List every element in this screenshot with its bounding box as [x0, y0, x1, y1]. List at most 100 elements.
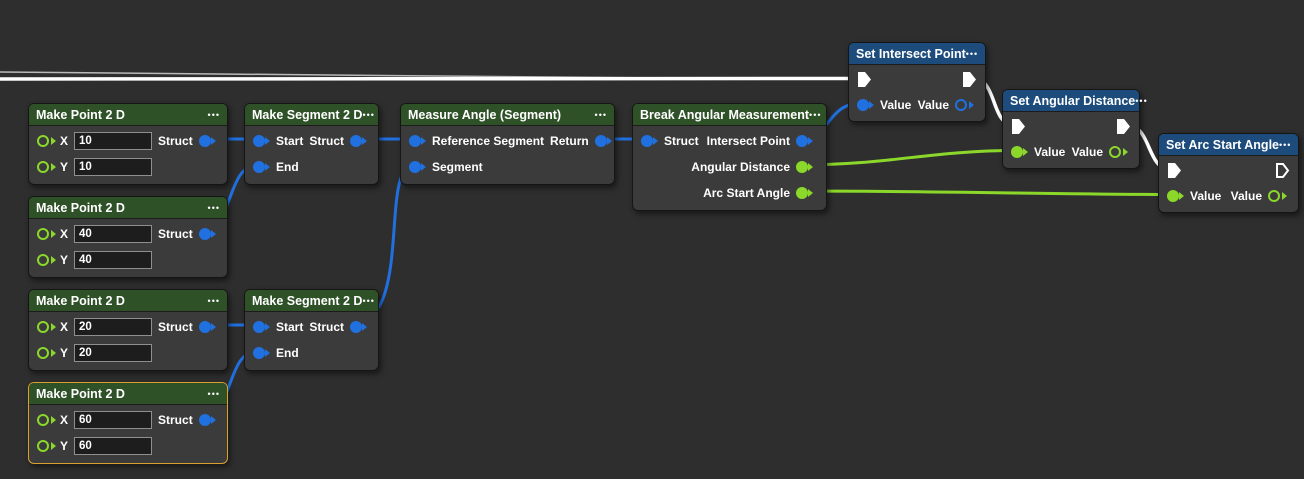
- pin-struct-output[interactable]: [350, 321, 363, 333]
- x-value-field[interactable]: [74, 318, 153, 336]
- node-header[interactable]: Make Point 2 D •••: [29, 197, 227, 219]
- pin-start-input[interactable]: [253, 321, 265, 333]
- y-value-field[interactable]: [74, 344, 153, 362]
- x-value-field[interactable]: [74, 411, 153, 429]
- node-header[interactable]: Make Point 2 D •••: [29, 383, 227, 405]
- pin-struct-output[interactable]: [198, 228, 211, 240]
- wire-break-to-set-arc-value[interactable]: [797, 189, 1173, 196]
- pin-y-input[interactable]: [37, 347, 49, 359]
- node-menu-button[interactable]: •••: [809, 109, 822, 120]
- pin-struct-input[interactable]: [641, 135, 653, 147]
- node-header[interactable]: Set Angular Distance •••: [1003, 90, 1147, 112]
- node-set-intersect-point[interactable]: Set Intersect Point ••• Value Value: [848, 42, 986, 122]
- pin-value-output[interactable]: [1109, 145, 1121, 158]
- pin-value-output[interactable]: [1268, 189, 1280, 202]
- node-menu-button[interactable]: •••: [594, 109, 607, 120]
- node-title: Make Point 2 D: [36, 293, 125, 308]
- pin-x-input[interactable]: [37, 228, 49, 240]
- exec-out-pin[interactable]: [1116, 118, 1131, 135]
- intersect-point-label: Intersect Point: [706, 134, 790, 148]
- node-menu-button[interactable]: •••: [1135, 95, 1148, 106]
- node-header[interactable]: Make Segment 2 D •••: [245, 290, 378, 312]
- pin-struct-output[interactable]: [350, 135, 363, 147]
- pin-end-input[interactable]: [253, 161, 265, 173]
- pin-value-input[interactable]: [857, 98, 869, 111]
- node-make-point-2d-2[interactable]: Make Point 2 D ••• X Struct Y: [28, 196, 228, 278]
- node-measure-angle-segment[interactable]: Measure Angle (Segment) ••• Reference Se…: [400, 103, 615, 185]
- reference-segment-label: Reference Segment: [432, 134, 545, 148]
- pin-end-input[interactable]: [253, 347, 265, 359]
- exec-out-pin[interactable]: [1275, 162, 1290, 179]
- x-label: X: [60, 134, 69, 148]
- exec-out-pin[interactable]: [962, 71, 977, 88]
- y-value-field[interactable]: [74, 158, 153, 176]
- node-header[interactable]: Make Point 2 D •••: [29, 290, 227, 312]
- node-menu-button[interactable]: •••: [362, 109, 375, 120]
- pin-x-input[interactable]: [37, 321, 49, 333]
- y-label: Y: [60, 439, 69, 453]
- x-label: X: [60, 413, 69, 427]
- start-label: Start: [276, 320, 304, 334]
- node-header[interactable]: Make Segment 2 D •••: [245, 104, 378, 126]
- struct-label: Struct: [158, 320, 193, 334]
- pin-start-input[interactable]: [253, 135, 265, 147]
- node-title: Set Intersect Point: [856, 46, 966, 61]
- node-header[interactable]: Measure Angle (Segment) •••: [401, 104, 614, 126]
- pin-value-input[interactable]: [1167, 189, 1179, 202]
- pin-y-input[interactable]: [37, 254, 49, 266]
- node-menu-button[interactable]: •••: [965, 48, 979, 59]
- struct-label: Struct: [158, 227, 193, 241]
- node-set-angular-distance[interactable]: Set Angular Distance ••• Value Value: [1002, 89, 1147, 169]
- wire-exec-main[interactable]: [0, 76, 862, 81]
- pin-return-output[interactable]: [594, 135, 607, 147]
- pin-struct-output[interactable]: [198, 321, 211, 333]
- node-make-segment-2d-2[interactable]: Make Segment 2 D ••• Start Struct End: [244, 289, 379, 371]
- pin-x-input[interactable]: [37, 414, 49, 426]
- exec-in-pin[interactable]: [1167, 162, 1182, 179]
- pin-intersect-point-output[interactable]: [796, 135, 808, 147]
- node-header[interactable]: Break Angular Measurement •••: [633, 104, 826, 126]
- value-out-label: Value: [917, 97, 949, 112]
- struct-label: Struct: [309, 134, 345, 148]
- pin-x-input[interactable]: [37, 135, 49, 147]
- y-label: Y: [60, 160, 69, 174]
- pin-angular-distance-output[interactable]: [796, 161, 808, 173]
- node-make-segment-2d-1[interactable]: Make Segment 2 D ••• Start Struct End: [244, 103, 379, 185]
- y-label: Y: [60, 253, 69, 267]
- wire-break-to-set-angular-value[interactable]: [797, 149, 1017, 167]
- x-value-field[interactable]: [74, 132, 153, 150]
- node-header[interactable]: Set Intersect Point •••: [849, 43, 985, 65]
- node-menu-button[interactable]: •••: [207, 295, 220, 306]
- exec-in-pin[interactable]: [857, 71, 872, 88]
- node-menu-button[interactable]: •••: [1279, 139, 1292, 150]
- node-title: Make Segment 2 D: [252, 107, 363, 122]
- node-header[interactable]: Set Arc Start Angle •••: [1159, 134, 1298, 156]
- node-title: Make Point 2 D: [36, 386, 125, 401]
- node-header[interactable]: Make Point 2 D •••: [29, 104, 227, 126]
- node-title: Measure Angle (Segment): [408, 107, 562, 122]
- node-make-point-2d-3[interactable]: Make Point 2 D ••• X Struct Y: [28, 289, 228, 371]
- node-set-arc-start-angle[interactable]: Set Arc Start Angle ••• Value Value: [1158, 133, 1299, 213]
- pin-reference-segment-input[interactable]: [409, 135, 421, 147]
- pin-y-input[interactable]: [37, 440, 49, 452]
- pin-value-output[interactable]: [955, 98, 967, 111]
- pin-y-input[interactable]: [37, 161, 49, 173]
- node-menu-button[interactable]: •••: [362, 295, 375, 306]
- pin-struct-output[interactable]: [198, 135, 211, 147]
- x-value-field[interactable]: [74, 225, 153, 243]
- node-menu-button[interactable]: •••: [207, 202, 220, 213]
- pin-struct-output[interactable]: [198, 414, 211, 426]
- node-menu-button[interactable]: •••: [207, 109, 220, 120]
- y-value-field[interactable]: [74, 437, 153, 455]
- pin-arc-start-angle-output[interactable]: [796, 187, 808, 199]
- node-make-point-2d-1[interactable]: Make Point 2 D ••• X Struct Y: [28, 103, 228, 185]
- node-menu-button[interactable]: •••: [207, 388, 220, 399]
- pin-segment-input[interactable]: [409, 161, 421, 173]
- pin-value-input[interactable]: [1011, 145, 1023, 158]
- y-value-field[interactable]: [74, 251, 153, 269]
- node-make-point-2d-4-selected[interactable]: Make Point 2 D ••• X Struct Y: [28, 382, 228, 464]
- value-out-label: Value: [1230, 188, 1262, 203]
- exec-in-pin[interactable]: [1011, 118, 1026, 135]
- node-break-angular-measurement[interactable]: Break Angular Measurement ••• Struct Int…: [632, 103, 827, 211]
